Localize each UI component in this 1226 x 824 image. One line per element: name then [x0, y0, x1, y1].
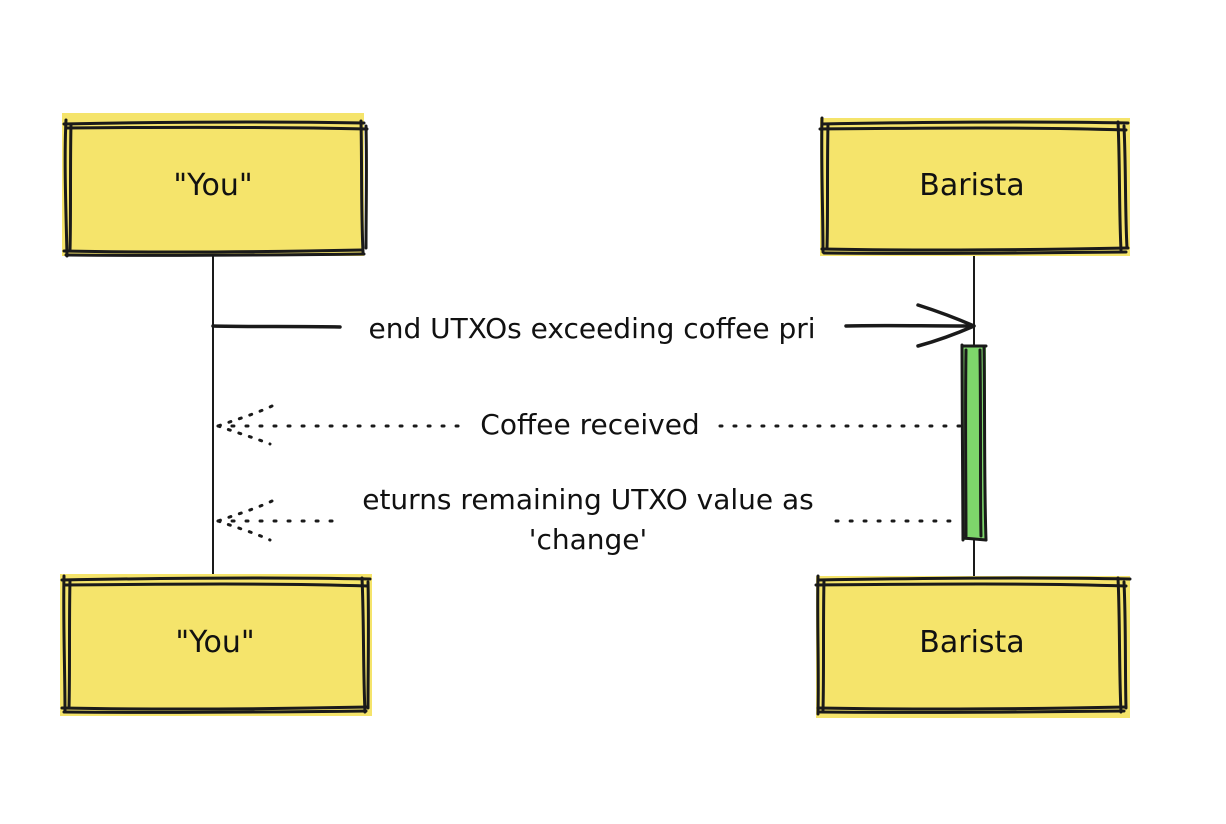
actor-you-bottom-label: "You": [175, 625, 254, 660]
message-returns-line2: 'change': [529, 523, 647, 556]
message-send-utxos-label: end UTXOs exceeding coffee pri: [368, 312, 815, 345]
message-returns-change[interactable]: eturns remaining UTXO value as 'change': [216, 483, 964, 556]
message-send-utxos[interactable]: end UTXOs exceeding coffee pri: [211, 303, 976, 348]
message-coffee-received-label: Coffee received: [480, 408, 699, 441]
actor-barista-bottom-label: Barista: [919, 625, 1024, 660]
actor-barista-top[interactable]: Barista: [818, 116, 1130, 256]
arrowhead-icon: [916, 303, 976, 348]
actor-you-top-label: "You": [173, 168, 252, 203]
message-returns-line1: eturns remaining UTXO value as: [362, 483, 814, 516]
actor-barista-top-label: Barista: [919, 168, 1024, 203]
activation-bar-barista: [960, 343, 988, 542]
actor-you-bottom[interactable]: "You": [60, 574, 372, 716]
actor-you-top[interactable]: "You": [62, 113, 369, 258]
actor-barista-bottom[interactable]: Barista: [814, 574, 1132, 718]
message-coffee-received[interactable]: Coffee received: [216, 404, 964, 446]
